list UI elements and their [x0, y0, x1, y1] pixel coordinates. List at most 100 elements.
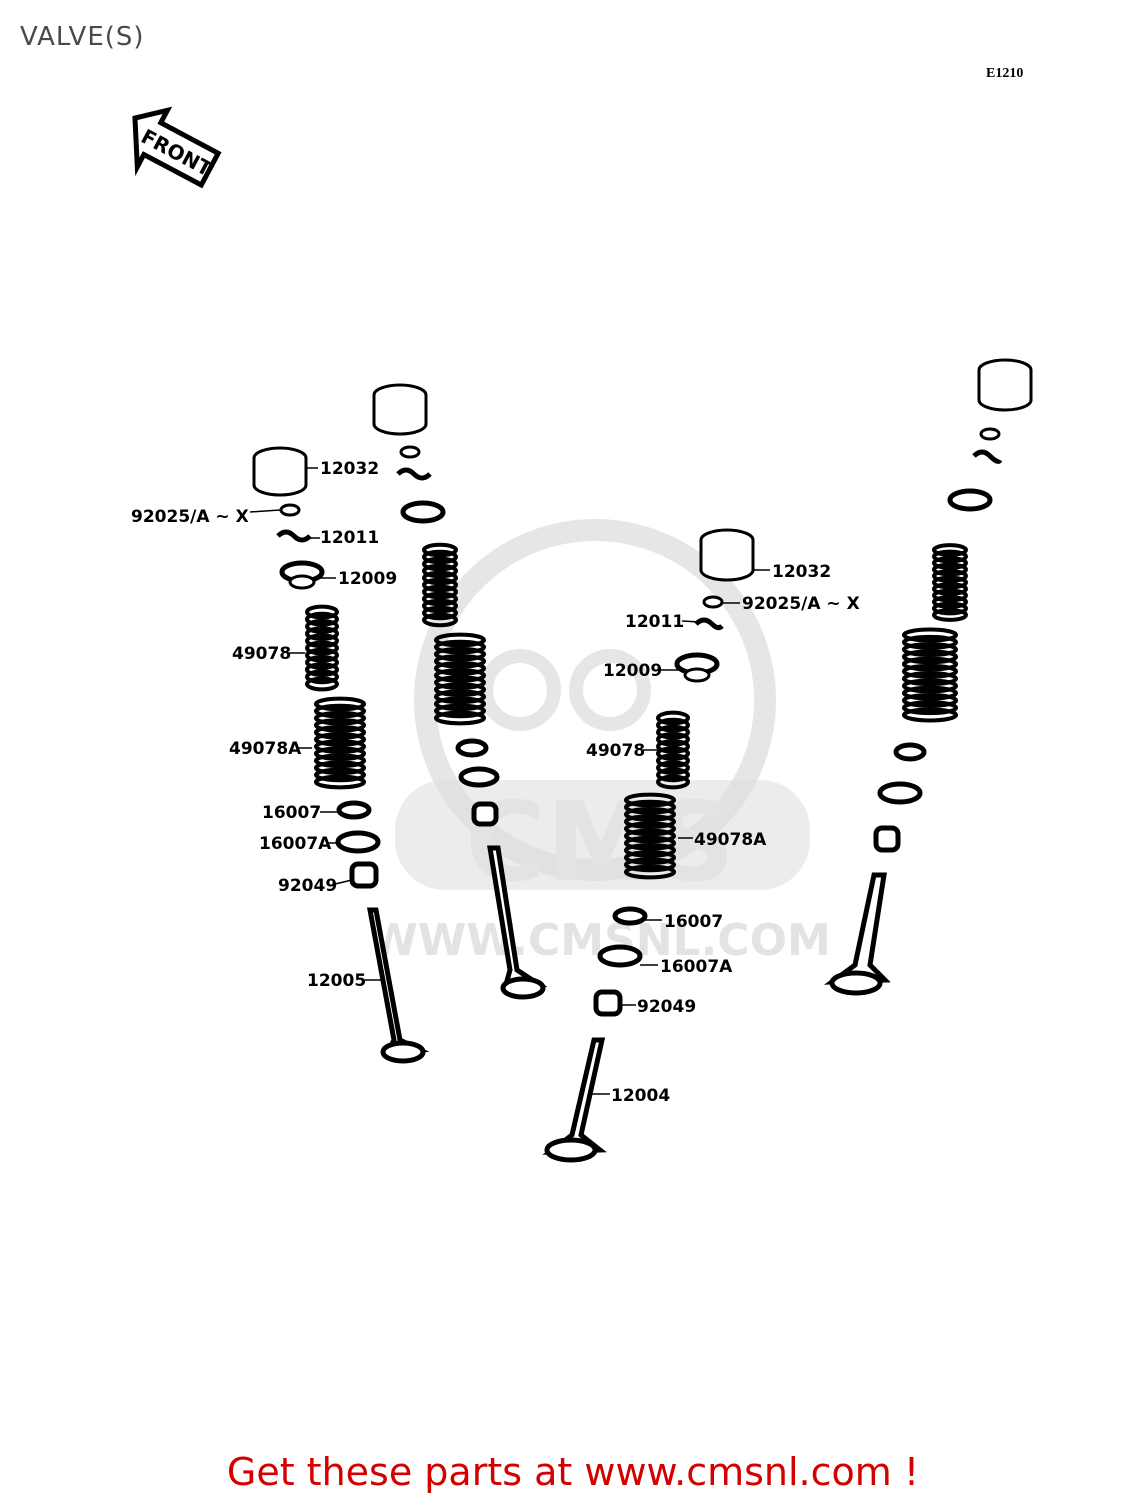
label-49078A-center: 49078A: [694, 830, 767, 850]
spring-coil: [932, 556, 968, 570]
spring-coil: [314, 725, 366, 740]
spring-coil: [902, 656, 958, 672]
spring-coil: [656, 732, 690, 747]
spring-coil: [624, 857, 676, 873]
valve-right: [824, 872, 891, 996]
spring-coil: [656, 746, 690, 761]
spring-coil: [932, 549, 968, 564]
spring-coil: [305, 669, 339, 685]
spring-coil: [314, 710, 366, 726]
seal-right: [873, 825, 901, 853]
spring-coil: [624, 850, 676, 865]
spring-coil: [434, 682, 486, 697]
spring-coil: [902, 627, 958, 643]
spring-coil: [656, 710, 690, 726]
seat-mid-2: [458, 766, 500, 788]
label-92049-left: 92049: [278, 876, 337, 896]
spring-inner-mid: [422, 542, 458, 628]
spring-coil: [434, 653, 486, 669]
spring-coil: [932, 595, 968, 609]
seat-right-2: [877, 781, 923, 805]
page-title: VALVE(S): [20, 22, 145, 52]
spring-coil: [902, 693, 958, 708]
tappet-center: [699, 528, 755, 582]
tappet-mid: [372, 383, 428, 436]
label-12032-left: 12032: [320, 459, 379, 479]
footer-link[interactable]: Get these parts at www.cmsnl.com !: [0, 1450, 1146, 1494]
spring-coil: [624, 807, 676, 822]
spring-outer-right: [902, 627, 958, 723]
label-49078-center: 49078: [586, 741, 645, 761]
label-16007-center: 16007: [664, 912, 723, 932]
spring-coil: [305, 647, 339, 663]
spring-coil: [434, 675, 486, 690]
spring-coil: [422, 549, 458, 565]
label-12004: 12004: [611, 1086, 670, 1106]
spring-coil: [434, 632, 486, 648]
spring-coil: [434, 703, 486, 719]
spring-coil: [314, 717, 366, 733]
spring-49078-left: [305, 604, 339, 692]
seal-mid: [471, 801, 499, 827]
spring-49078A-left: [314, 696, 366, 790]
spring-coil: [902, 678, 958, 694]
spring-coil: [305, 633, 339, 649]
spring-coil: [902, 663, 958, 679]
spring-outer-mid: [434, 632, 486, 726]
seat-16007-left: [336, 800, 372, 820]
spring-coil: [932, 588, 968, 603]
spring-coil: [305, 626, 339, 641]
label-92049-center: 92049: [637, 997, 696, 1017]
spring-coil: [305, 676, 339, 692]
label-12011-center: 12011: [625, 612, 684, 632]
front-arrow-icon: FRONT: [132, 106, 222, 189]
spring-coil: [422, 563, 458, 579]
leader-lines: [249, 467, 770, 1095]
label-16007A-center: 16007A: [660, 957, 733, 977]
spring-coil: [624, 799, 676, 815]
shim-right: [979, 427, 1001, 441]
spring-coil: [656, 774, 690, 790]
spring-coil: [624, 843, 676, 858]
tappet-left: [252, 446, 308, 497]
spring-coil: [624, 814, 676, 829]
spring-coil: [902, 642, 958, 658]
spring-coil: [932, 575, 968, 590]
spring-coil: [422, 556, 458, 572]
spring-coil: [932, 582, 968, 596]
footer-link-text[interactable]: Get these parts at www.cmsnl.com !: [226, 1450, 920, 1494]
spring-coil: [902, 685, 958, 701]
spring-coil: [656, 767, 690, 783]
spring-coil: [624, 828, 676, 844]
spring-coil: [422, 598, 458, 614]
spring-coil: [932, 601, 968, 616]
spring-coil: [434, 661, 486, 676]
spring-coil: [624, 821, 676, 837]
spring-coil: [314, 703, 366, 719]
label-12011-left: 12011: [320, 528, 379, 548]
seat-16007-center: [612, 906, 648, 926]
spring-coil: [305, 611, 339, 627]
spring-coil: [422, 591, 458, 607]
retainer-right: [947, 488, 993, 512]
valve-assembly-left: [252, 446, 430, 1064]
shim-center: [702, 595, 724, 609]
label-16007A-left: 16007A: [259, 834, 332, 854]
spring-inner-right: [932, 543, 968, 622]
spring-coil: [656, 717, 690, 733]
spring-coil: [422, 577, 458, 593]
cotter-center: [694, 617, 724, 631]
seal-left: [349, 861, 379, 889]
valve-12005: [366, 907, 430, 1064]
watermark-brand: CMS: [465, 778, 734, 906]
spring-coil: [902, 707, 958, 723]
label-92025-left: 92025/A ~ X: [131, 507, 249, 527]
spring-coil: [314, 760, 366, 776]
spring-coil: [902, 649, 958, 665]
spring-coil: [434, 646, 486, 662]
spring-coil: [314, 767, 366, 783]
seal-center: [593, 989, 623, 1017]
spring-coil: [305, 655, 339, 670]
cotter-right: [972, 449, 1003, 464]
